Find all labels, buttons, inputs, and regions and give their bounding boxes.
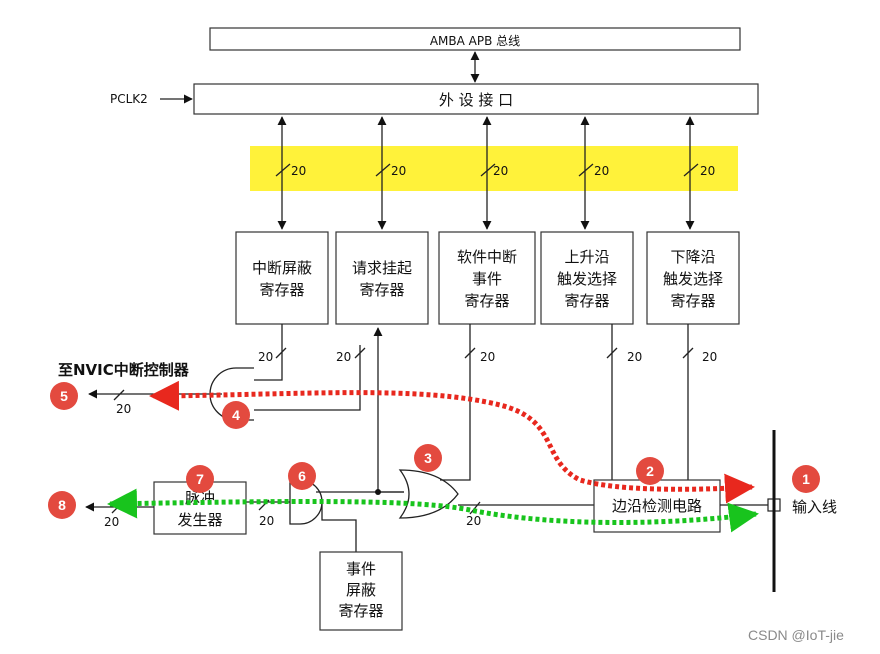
svg-text:事件: 事件 — [346, 560, 376, 578]
svg-text:7: 7 — [196, 471, 204, 487]
svg-text:2: 2 — [646, 463, 654, 479]
pending-register: 请求挂起 寄存器 — [335, 231, 429, 325]
svg-text:20: 20 — [627, 350, 642, 364]
svg-text:边沿检测电路: 边沿检测电路 — [612, 497, 702, 515]
svg-text:软件中断: 软件中断 — [457, 248, 517, 266]
svg-text:4: 4 — [232, 407, 240, 423]
svg-text:上升沿: 上升沿 — [564, 248, 609, 266]
green-event-path — [107, 488, 759, 533]
svg-text:20: 20 — [291, 164, 306, 178]
svg-text:寄存器: 寄存器 — [670, 292, 715, 310]
svg-text:下降沿: 下降沿 — [670, 248, 715, 266]
svg-text:20: 20 — [480, 350, 495, 364]
svg-text:20: 20 — [116, 402, 131, 416]
marker-6: 6 — [288, 462, 316, 490]
svg-text:20: 20 — [594, 164, 609, 178]
svg-text:中断屏蔽: 中断屏蔽 — [252, 259, 312, 277]
svg-text:20: 20 — [104, 515, 119, 529]
software-interrupt-register: 软件中断 事件 寄存器 — [438, 231, 536, 325]
register-bus-arrows — [277, 116, 695, 230]
event-mask-register: 事件 屏蔽 寄存器 — [319, 551, 403, 631]
svg-text:20: 20 — [336, 350, 351, 364]
svg-text:屏蔽: 屏蔽 — [346, 581, 376, 599]
svg-text:20: 20 — [391, 164, 406, 178]
falling-edge-register: 下降沿 触发选择 寄存器 — [646, 231, 740, 325]
svg-text:20: 20 — [258, 350, 273, 364]
marker-3: 3 — [414, 444, 442, 472]
svg-text:5: 5 — [60, 388, 68, 404]
svg-text:发生器: 发生器 — [177, 511, 222, 529]
svg-text:1: 1 — [802, 471, 810, 487]
junction-dot — [375, 489, 381, 495]
marker-8: 8 — [48, 491, 76, 519]
peripheral-interface: 外 设 接 口 — [193, 83, 759, 115]
watermark: CSDN @IoT-jie — [748, 627, 844, 643]
svg-text:8: 8 — [58, 497, 66, 513]
interrupt-mask-register: 中断屏蔽 寄存器 — [235, 231, 329, 325]
marker-1: 1 — [792, 465, 820, 493]
svg-text:20: 20 — [466, 514, 481, 528]
bus-label: AMBA APB 总线 — [430, 34, 520, 48]
svg-text:触发选择: 触发选择 — [557, 270, 617, 288]
amba-apb-bus: AMBA APB 总线 — [209, 27, 741, 51]
svg-text:寄存器: 寄存器 — [464, 292, 509, 310]
marker-2: 2 — [636, 457, 664, 485]
svg-text:20: 20 — [259, 514, 274, 528]
or-gate — [398, 469, 459, 519]
svg-text:20: 20 — [702, 350, 717, 364]
rising-edge-register: 上升沿 触发选择 寄存器 — [540, 231, 634, 325]
marker-4: 4 — [222, 401, 250, 429]
svg-text:请求挂起: 请求挂起 — [352, 259, 412, 277]
bus-highlight — [250, 146, 738, 191]
svg-text:6: 6 — [298, 468, 306, 484]
pclk-label: PCLK2 — [110, 92, 148, 106]
svg-text:3: 3 — [424, 450, 432, 466]
peripheral-label: 外 设 接 口 — [439, 91, 513, 109]
marker-7: 7 — [186, 465, 214, 493]
svg-text:20: 20 — [700, 164, 715, 178]
nvic-label: 至NVIC中断控制器 — [58, 361, 190, 379]
svg-text:寄存器: 寄存器 — [359, 281, 404, 299]
bus-width-marks: 20 20 20 20 20 — [275, 163, 715, 178]
svg-text:20: 20 — [493, 164, 508, 178]
svg-text:事件: 事件 — [472, 270, 502, 288]
svg-text:寄存器: 寄存器 — [259, 281, 304, 299]
marker-5: 5 — [50, 382, 78, 410]
input-label: 输入线 — [792, 498, 837, 516]
svg-text:寄存器: 寄存器 — [564, 292, 609, 310]
svg-text:触发选择: 触发选择 — [663, 270, 723, 288]
svg-text:寄存器: 寄存器 — [338, 602, 383, 620]
